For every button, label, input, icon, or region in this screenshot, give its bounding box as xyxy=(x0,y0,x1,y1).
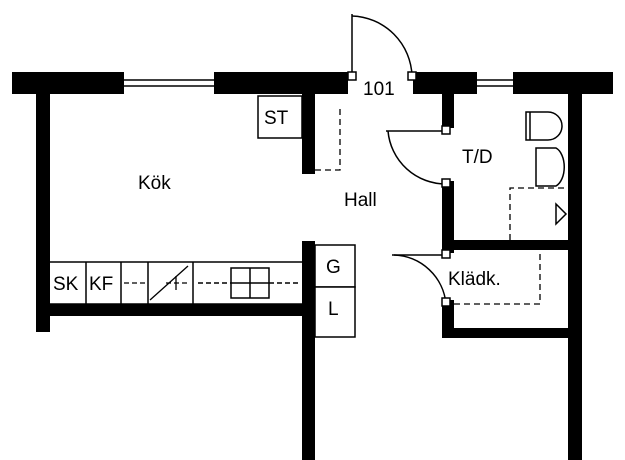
wall-closet-bottom xyxy=(442,328,582,338)
window-bathroom xyxy=(477,79,513,87)
dishwasher-icon xyxy=(124,265,189,301)
dashed-outline-st xyxy=(315,108,341,171)
fixture-label-storage: ST xyxy=(264,108,289,129)
wall-top-mid xyxy=(214,72,348,94)
dashed-outline-closet xyxy=(454,252,541,305)
closet-door xyxy=(392,249,451,307)
wall-right xyxy=(568,94,582,460)
bathroom-door xyxy=(386,125,451,188)
room-label-bathroom: T/D xyxy=(462,147,493,168)
cabinet-l-box xyxy=(314,286,356,338)
storage-box xyxy=(257,95,303,139)
wall-top-left xyxy=(12,72,124,94)
walls xyxy=(12,72,613,460)
wall-top-right-b xyxy=(513,72,613,94)
toilet-icon xyxy=(525,111,563,141)
entrance-door xyxy=(347,14,417,81)
fixture-label-fridge: KF xyxy=(89,274,114,295)
room-label-closet: Klädk. xyxy=(448,269,501,290)
kitchen-counter xyxy=(50,261,302,305)
cabinet-g-box xyxy=(314,244,356,288)
sink-icon xyxy=(535,147,566,187)
wall-top-right-a xyxy=(413,72,477,94)
wall-gl-vertical xyxy=(302,241,315,460)
unit-number: 101 xyxy=(363,79,395,100)
shower-outline xyxy=(509,187,568,240)
wall-bath-left-top xyxy=(442,94,454,128)
window-kitchen xyxy=(124,79,214,87)
wall-bath-left xyxy=(442,181,454,253)
room-label-hall: Hall xyxy=(344,190,377,211)
fixture-label-freezer: SK xyxy=(53,274,79,295)
wall-kitchen-bottom xyxy=(36,304,314,316)
stove-icon xyxy=(198,267,300,299)
fixture-label-cabinet-l: L xyxy=(328,299,339,320)
shower-drain-icon xyxy=(555,202,568,226)
wall-bath-bottom xyxy=(442,240,582,250)
wall-left xyxy=(36,94,50,332)
room-label-kitchen: Kök xyxy=(138,173,171,194)
fixture-label-cabinet-g: G xyxy=(326,257,341,278)
wall-st-stub xyxy=(302,94,315,174)
wall-closet-left xyxy=(442,300,454,336)
